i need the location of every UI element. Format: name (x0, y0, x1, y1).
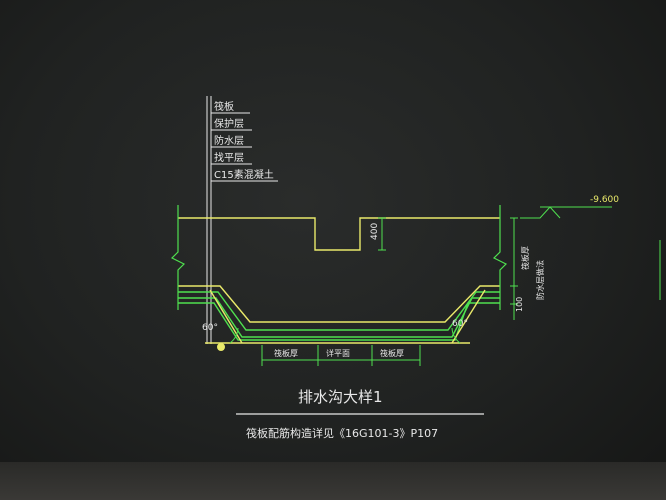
right-label-waterproof: 防水层做法 (535, 260, 545, 300)
drawing-title: 排水沟大样1 (298, 388, 383, 406)
raft-top-outline (178, 217, 500, 323)
layer-label-raft: 筏板 (214, 100, 234, 113)
angle-arcs (229, 327, 461, 344)
dimension-400 (378, 217, 386, 251)
cursor-icon (217, 343, 225, 351)
bottom-dim-left: 筏板厚 (274, 348, 298, 358)
layer-label-leveling: 找平层 (214, 151, 244, 164)
layer-label-protective: 保护层 (214, 117, 244, 130)
monitor-bezel (0, 462, 666, 500)
angle-left-label: 60° (202, 323, 218, 333)
bottom-dimension-chain (261, 345, 421, 366)
elevation-marker (520, 206, 612, 219)
layer-leader (206, 96, 278, 344)
elevation-label: -9.600 (590, 195, 619, 205)
layer-label-waterproof: 防水层 (214, 134, 244, 147)
layer-label-c15-concrete: C15素混凝土 (214, 168, 274, 181)
dim-100-label: 100 (515, 297, 524, 312)
c15-bottom-line (205, 289, 486, 344)
angle-right-label: 60° (452, 319, 468, 329)
dim-400-label: 400 (370, 223, 380, 240)
bottom-dim-right: 筏板厚 (380, 348, 404, 358)
right-label-raft: 筏板厚 (520, 246, 530, 270)
bottom-dim-middle: 详平面 (326, 348, 350, 358)
right-dimensions (510, 217, 518, 320)
break-lines (170, 205, 508, 310)
drawing-subtitle: 筏板配筋构造详见《16G101-3》P107 (246, 426, 438, 440)
